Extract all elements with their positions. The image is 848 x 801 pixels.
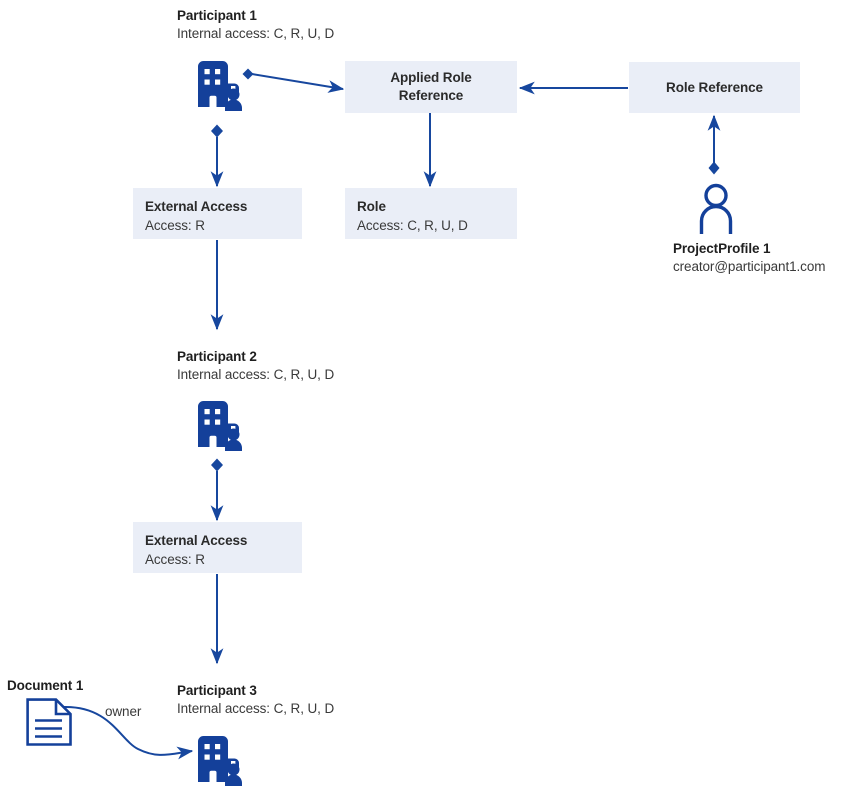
role-reference-title: Role Reference [666, 79, 763, 95]
owner-edge-label: owner [105, 704, 142, 719]
projectprofile-label: ProjectProfile 1 creator@participant1.co… [673, 240, 825, 276]
edge-participant1-to-external-access-1 [210, 124, 224, 188]
building-person-icon [195, 58, 255, 118]
edge-projectprofile-to-role-reference [707, 114, 721, 175]
external-access-2-title: External Access [145, 533, 248, 548]
participant2-label: Participant 2 Internal access: C, R, U, … [177, 348, 334, 384]
edge-participant2-to-external-access-2 [210, 458, 224, 522]
external-access-1-subtitle: Access: R [145, 217, 205, 233]
participant3-title: Participant 3 [177, 683, 257, 698]
projectprofile-title: ProjectProfile 1 [673, 241, 771, 256]
role-reference-box[interactable]: Role Reference [629, 62, 800, 113]
building-person-icon [195, 733, 255, 793]
participant1-subtitle: Internal access: C, R, U, D [177, 26, 335, 42]
participant2-title: Participant 2 [177, 349, 257, 364]
person-icon [692, 182, 740, 238]
participant1-title: Participant 1 [177, 8, 257, 23]
participant1-label: Participant 1 Internal access: C, R, U, … [177, 7, 334, 43]
external-access-2-subtitle: Access: R [145, 551, 205, 567]
participant3-subtitle: Internal access: C, R, U, D [177, 701, 335, 717]
participant2-subtitle: Internal access: C, R, U, D [177, 367, 335, 383]
external-access-box-1[interactable]: External Access Access: R [133, 188, 302, 239]
building-person-icon [195, 398, 255, 458]
external-access-box-2[interactable]: External Access Access: R [133, 522, 302, 573]
applied-role-reference-title-line1: Applied Role [390, 70, 472, 86]
role-title: Role [357, 199, 386, 214]
applied-role-reference-box[interactable]: Applied Role Reference [345, 61, 517, 113]
document1-label: Document 1 [7, 677, 83, 695]
external-access-1-title: External Access [145, 199, 248, 214]
participant3-label: Participant 3 Internal access: C, R, U, … [177, 682, 334, 718]
projectprofile-subtitle: creator@participant1.com [673, 259, 826, 275]
document-icon [25, 697, 75, 749]
document1-title: Document 1 [7, 678, 84, 693]
role-subtitle: Access: C, R, U, D [357, 217, 468, 233]
applied-role-reference-title-line2: Reference [398, 88, 464, 103]
role-box[interactable]: Role Access: C, R, U, D [345, 188, 517, 239]
edge-participant1-to-applied-role-reference [242, 68, 345, 93]
